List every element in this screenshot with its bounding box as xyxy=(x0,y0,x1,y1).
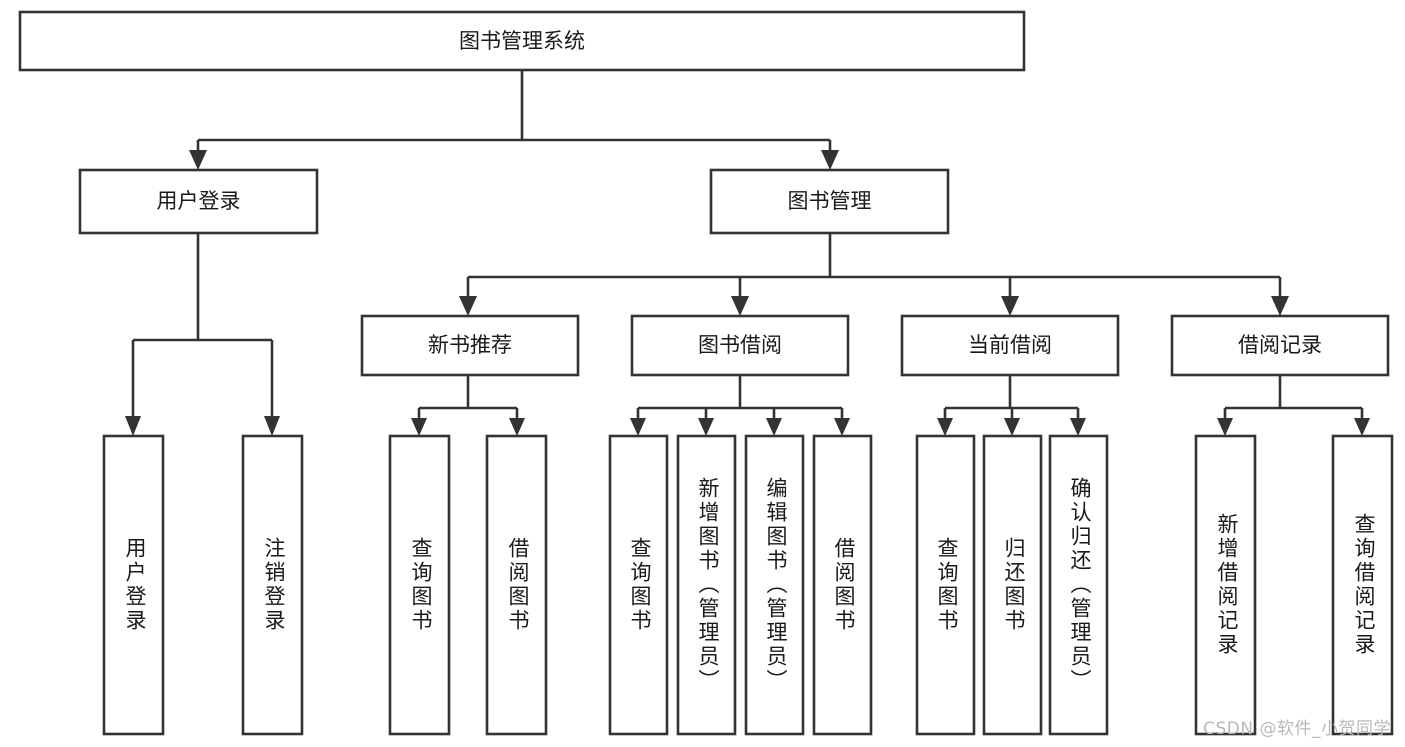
arrow-head-leaf-borrow-book-1 xyxy=(509,418,525,436)
node-leaf-add-book[interactable]: 新增图书（管理员） xyxy=(676,434,737,736)
arrow-head-leaf-confirm-return xyxy=(1070,418,1086,436)
node-root-label: 图书管理系统 xyxy=(459,29,585,53)
node-leaf-borrow-book-2[interactable]: 借阅图书 xyxy=(812,434,873,736)
node-user-login-label: 用户登录 xyxy=(157,189,241,213)
node-leaf-edit-book-label: 编辑图书（管理员） xyxy=(764,477,788,693)
node-new-book-rec[interactable]: 新书推荐 xyxy=(360,314,580,377)
node-book-manage[interactable]: 图书管理 xyxy=(709,168,950,235)
arrow-head-leaf-user-login xyxy=(125,416,141,436)
node-root[interactable]: 图书管理系统 xyxy=(18,10,1026,72)
arrow-head-book-borrow xyxy=(731,296,749,316)
node-leaf-query-record-label: 查询借阅记录 xyxy=(1352,513,1376,657)
arrow-head-user-login xyxy=(189,150,207,170)
node-leaf-edit-book[interactable]: 编辑图书（管理员） xyxy=(744,434,805,736)
node-user-login[interactable]: 用户登录 xyxy=(78,168,319,235)
arrow-head-leaf-query-book-1 xyxy=(411,418,427,436)
arrow-head-new-book-rec xyxy=(459,296,477,316)
arrow-head-current-borrow xyxy=(1001,296,1019,316)
arrow-head-leaf-logout xyxy=(264,416,280,436)
node-leaf-user-login-label: 用户登录 xyxy=(123,537,147,633)
arrow-head-leaf-query-book-3 xyxy=(937,418,953,436)
node-leaf-confirm-return-label: 确认归还（管理员） xyxy=(1068,477,1092,693)
node-book-borrow-label: 图书借阅 xyxy=(698,333,782,357)
node-leaf-confirm-return[interactable]: 确认归还（管理员） xyxy=(1048,434,1109,736)
node-leaf-borrow-book-1-label: 借阅图书 xyxy=(506,537,530,633)
arrow-head-leaf-return-book xyxy=(1004,418,1020,436)
arrow-head-leaf-query-record xyxy=(1354,418,1370,436)
node-book-borrow[interactable]: 图书借阅 xyxy=(630,314,850,377)
arrow-head-leaf-borrow-book-2 xyxy=(834,418,850,436)
node-leaf-query-book-1[interactable]: 查询图书 xyxy=(388,434,451,736)
node-borrow-record-label: 借阅记录 xyxy=(1238,333,1322,357)
arrow-head-leaf-edit-book xyxy=(766,418,782,436)
node-new-book-rec-label: 新书推荐 xyxy=(428,333,512,357)
arrow-head-book-manage xyxy=(821,150,839,170)
arrow-head-leaf-query-book-2 xyxy=(630,418,646,436)
node-leaf-logout-label: 注销登录 xyxy=(262,537,286,633)
node-current-borrow-label: 当前借阅 xyxy=(968,333,1052,357)
node-leaf-user-login[interactable]: 用户登录 xyxy=(102,434,165,736)
arrow-head-leaf-add-book xyxy=(698,418,714,436)
arrow-head-borrow-record xyxy=(1271,296,1289,316)
node-leaf-borrow-book-2-label: 借阅图书 xyxy=(832,537,856,633)
node-leaf-add-book-label: 新增图书（管理员） xyxy=(696,477,720,693)
connector-layer xyxy=(125,70,1370,436)
node-leaf-return-book-label: 归还图书 xyxy=(1002,537,1026,633)
node-leaf-query-book-3[interactable]: 查询图书 xyxy=(915,434,976,736)
node-leaf-add-record[interactable]: 新增借阅记录 xyxy=(1194,434,1257,736)
node-leaf-query-book-1-label: 查询图书 xyxy=(409,537,433,633)
node-leaf-query-book-2[interactable]: 查询图书 xyxy=(608,434,669,736)
node-leaf-borrow-book-1[interactable]: 借阅图书 xyxy=(485,434,548,736)
node-borrow-record[interactable]: 借阅记录 xyxy=(1170,314,1390,377)
node-leaf-add-record-label: 新增借阅记录 xyxy=(1215,513,1239,657)
arrow-head-leaf-add-record xyxy=(1217,418,1233,436)
node-current-borrow[interactable]: 当前借阅 xyxy=(900,314,1120,377)
node-leaf-return-book[interactable]: 归还图书 xyxy=(982,434,1043,736)
node-leaf-query-book-3-label: 查询图书 xyxy=(935,537,959,633)
node-book-manage-label: 图书管理 xyxy=(788,189,872,213)
node-leaf-query-record[interactable]: 查询借阅记录 xyxy=(1331,434,1394,736)
node-leaf-query-book-2-label: 查询图书 xyxy=(628,537,652,633)
node-leaf-logout[interactable]: 注销登录 xyxy=(241,434,304,736)
